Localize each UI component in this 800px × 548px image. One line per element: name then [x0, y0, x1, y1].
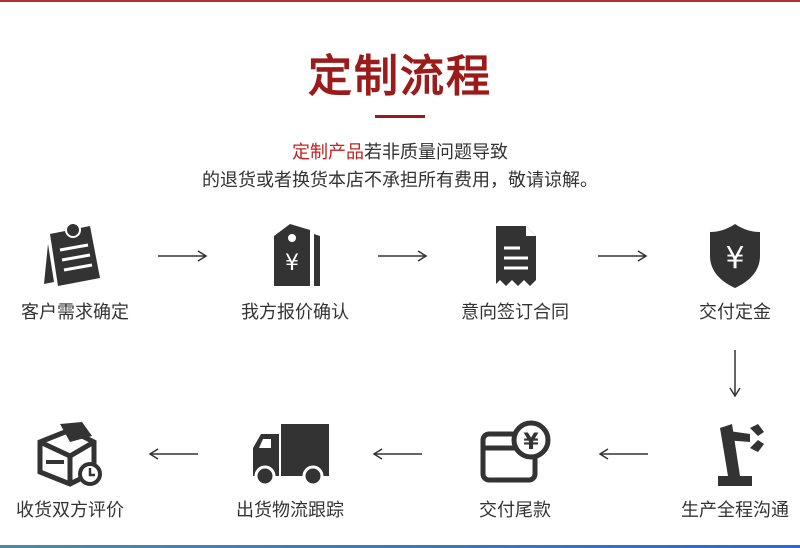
step-label: 出货物流跟踪: [236, 500, 344, 521]
arrow-left-icon: [372, 448, 422, 460]
notice-line-2: 的退货或者换货本店不承担所有费用，敬请谅解。: [202, 170, 598, 191]
step-label: 收货双方评价: [16, 500, 124, 521]
step-label: 客户需求确定: [21, 302, 129, 323]
notice-line-1-text: 若非质量问题导致: [364, 142, 508, 163]
step-requirements: 客户需求确定: [0, 222, 165, 324]
step-deposit: ¥ 交付定金: [645, 222, 800, 324]
bottom-border: [0, 545, 800, 548]
yen-shield-icon: ¥: [710, 224, 760, 288]
step-shipping: 出货物流跟踪: [200, 420, 380, 522]
arrow-right-icon: [598, 250, 648, 262]
arrow-down-icon: [729, 350, 741, 398]
step-label: 意向签订合同: [461, 302, 569, 323]
step-label: 交付定金: [699, 302, 771, 323]
step-quote: ¥ 我方报价确认: [205, 222, 385, 324]
step-production: 生产全程沟通: [645, 420, 800, 522]
step-label: 生产全程沟通: [681, 500, 789, 521]
page-title: 定制流程: [308, 51, 492, 102]
truck-icon: [253, 424, 329, 487]
box-clock-icon: [37, 422, 102, 487]
step-label: 交付尾款: [479, 500, 551, 521]
arrow-left-icon: [598, 448, 648, 460]
arrow-left-icon: [148, 448, 198, 460]
step-final-payment: ¥ 交付尾款: [425, 420, 605, 522]
notepad-pin-icon: [44, 222, 100, 286]
step-label: 我方报价确认: [241, 302, 349, 323]
title-underline: [375, 115, 425, 118]
svg-text:¥: ¥: [285, 251, 299, 276]
arrow-right-icon: [378, 250, 428, 262]
robot-arm-icon: [718, 424, 764, 486]
step-review: 收货双方评价: [0, 420, 160, 522]
notice-highlight: 定制产品: [292, 142, 364, 163]
price-tag-icon: ¥: [274, 224, 320, 286]
contract-icon: [496, 226, 536, 286]
notice-line-1: 定制产品若非质量问题导致: [0, 138, 800, 164]
top-border: [0, 0, 800, 2]
card-yen-icon: ¥: [480, 420, 551, 483]
step-contract: 意向签订合同: [425, 222, 605, 324]
svg-text:¥: ¥: [725, 241, 744, 276]
arrow-right-icon: [158, 250, 208, 262]
svg-text:¥: ¥: [523, 430, 539, 455]
